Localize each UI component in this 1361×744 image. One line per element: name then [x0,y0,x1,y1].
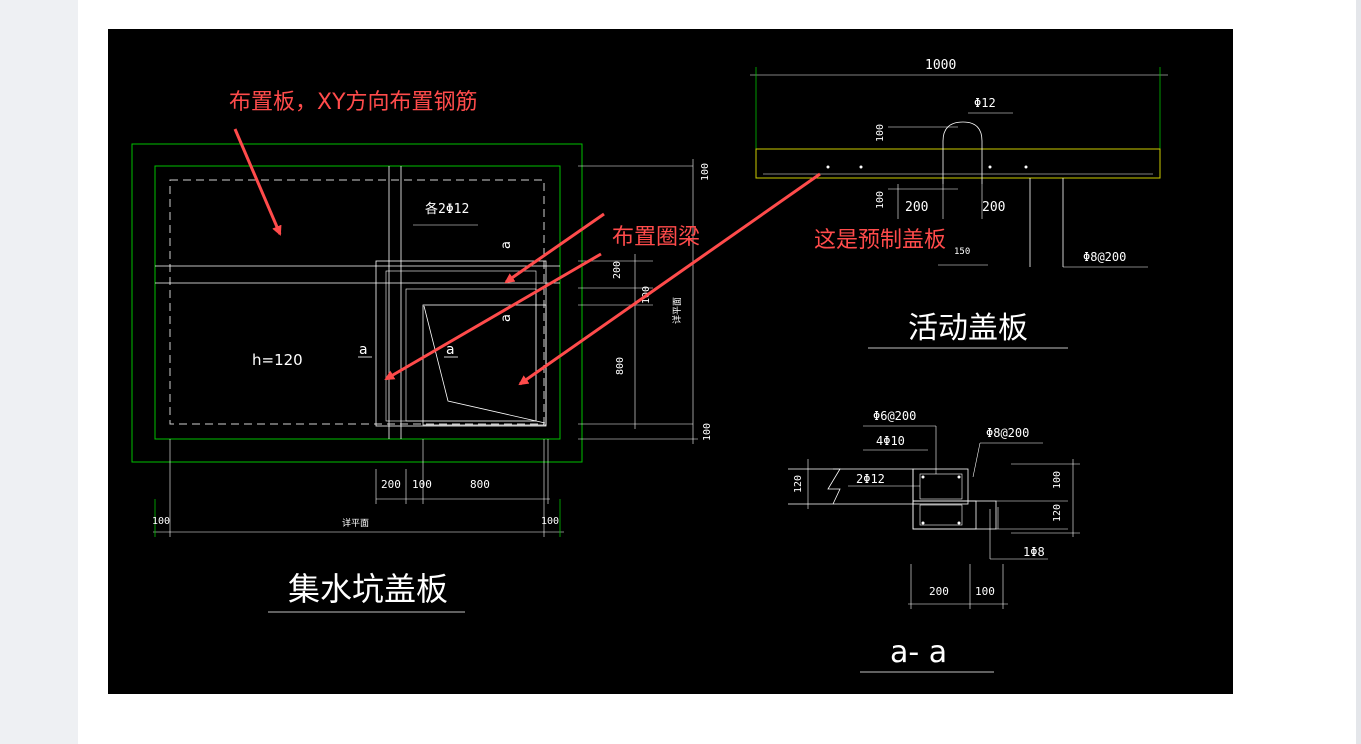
plan-dim-100-horizontal: 100 [412,478,432,491]
section-mark-a-mid: a [499,314,514,322]
section-mark-a-inner: a [446,342,455,358]
section-aa-title: a- a [890,635,947,670]
arrow-to-ring-beam-top [504,212,605,284]
plan-dim-800-vertical: 800 [615,357,626,375]
cover-slab-section [755,148,1161,179]
slab-outline-dashed [169,179,545,425]
cover-dim-150: 150 [954,247,970,257]
arrow-to-ring-beam-left [384,252,602,381]
arrow-to-slab [233,128,282,236]
plan-title: 集水坑盖板 [288,570,448,608]
annotation-slab-note: 布置板，XY方向布置钢筋 [229,90,478,115]
plan-dim-100-bottom: 100 [702,423,713,441]
arrow-to-precast-cover [518,172,821,386]
plan-dim-200-horizontal: 200 [381,478,401,491]
plan-outer-border [131,143,583,463]
beam-section-top [912,468,969,505]
cad-drawing-svg: 200 100 800 100 100 详平面 200 100 800 100 … [131,58,1168,673]
cover-dim-200-left: 200 [905,200,928,215]
plan-dim-800-horizontal: 800 [470,478,490,491]
red-annotations: 布置板，XY方向布置钢筋 布置圈梁 这是预制盖板 [229,90,946,386]
slab-thickness-label: h=120 [252,351,303,369]
section-dim-200: 200 [929,585,949,598]
plan-view: 200 100 800 100 100 详平面 200 100 800 100 … [131,143,713,613]
lifting-hook [942,121,983,184]
plan-dim-100-left: 100 [152,516,170,527]
annotation-precast-note: 这是预制盖板 [814,228,946,253]
section-rebar-stirrup-1: Φ6@200 [873,409,916,423]
movable-cover-title: 活动盖板 [908,311,1028,346]
cover-dim-100-top: 100 [875,124,886,142]
section-rebar-stirrup-2: Φ8@200 [986,426,1029,440]
rebar-each-label: 各2Φ12 [425,201,469,217]
section-dim-120-left: 120 [793,475,804,493]
cover-rebar-stirrup: Φ8@200 [1083,250,1126,264]
cover-dim-1000: 1000 [925,58,956,73]
plan-dim-100-top: 100 [700,163,711,181]
section-rebar-1phi8: 1Φ8 [1023,545,1045,559]
scrollbar[interactable] [1356,0,1361,744]
movable-cover-detail: 1000 Φ12 100 100 200 200 Φ8@200 150 活动盖板 [750,58,1168,349]
section-mark-a-left: a [359,342,368,358]
section-dim-120-right: 120 [1052,504,1063,522]
cover-dim-100-bottom: 100 [875,191,886,209]
section-aa-detail: 120 100 120 Φ6@200 4Φ10 Φ8@200 2Φ12 1Φ8 … [788,409,1080,673]
ring-beam-outer [375,260,547,427]
section-rebar-2phi12: 2Φ12 [856,472,885,486]
plan-dim-200-vertical: 200 [612,261,623,279]
cover-dim-200-right: 200 [982,200,1005,215]
section-dim-100: 100 [975,585,995,598]
section-dim-100-right: 100 [1052,471,1063,489]
cad-drawing-image: 200 100 800 100 100 详平面 200 100 800 100 … [108,29,1233,694]
beam-section-bottom [912,500,997,530]
plan-inner-border [154,165,561,440]
section-mark-a-top: a [499,241,514,249]
annotation-ring-beam-note: 布置圈梁 [612,225,700,250]
plan-label-right: 详平面 [671,297,683,324]
section-rebar-main: 4Φ10 [876,434,905,448]
cover-rebar-top: Φ12 [974,96,996,110]
plan-label-bottom: 详平面 [342,517,369,529]
plan-dim-100-right: 100 [541,516,559,527]
